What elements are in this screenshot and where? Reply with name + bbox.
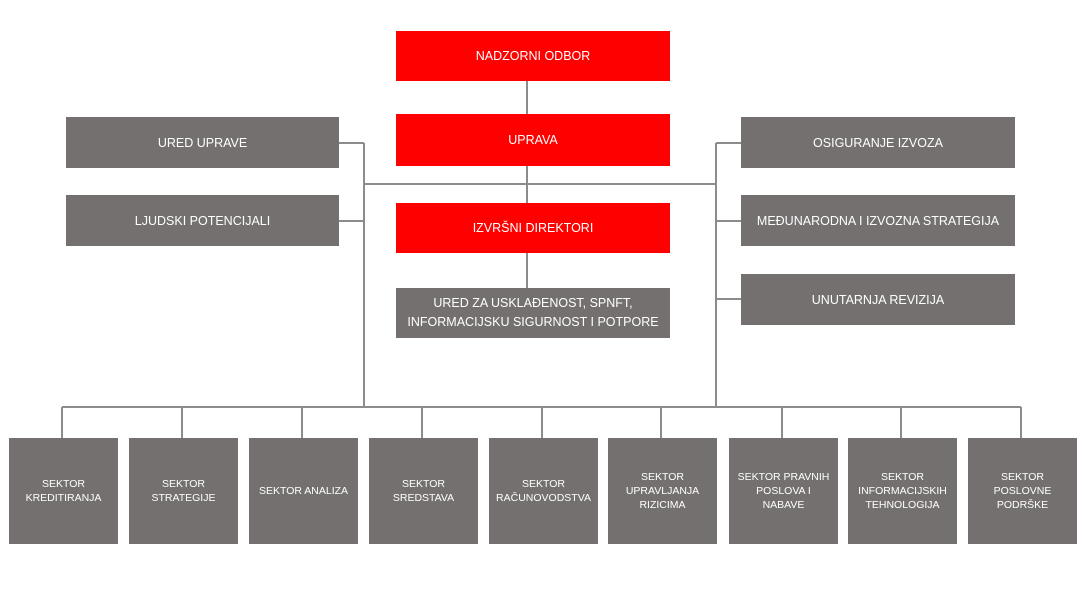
- compliance-office-box: URED ZA USKLAĐENOST, SPNFT, INFORMACIJSK…: [396, 288, 670, 338]
- sector-box-business-support: SEKTOR POSLOVNE PODRŠKE: [968, 438, 1077, 544]
- sector-label: SEKTOR POSLOVNE PODRŠKE: [993, 470, 1052, 512]
- international-strategy-label: MEĐUNARODNA I IZVOZNA STRATEGIJA: [756, 213, 1000, 228]
- sector-box-strategy: SEKTOR STRATEGIJE: [129, 438, 238, 544]
- executive-directors-box: IZVRŠNI DIREKTORI: [396, 203, 670, 253]
- executive-directors-label: IZVRŠNI DIREKTORI: [472, 221, 594, 235]
- sector-label: SEKTOR KREDITIRANJA: [25, 477, 102, 504]
- sector-label: SEKTOR RAČUNOVODSTVA: [496, 477, 591, 504]
- sector-box-risk-management: SEKTOR UPRAVLJANJA RIZICIMA: [608, 438, 717, 544]
- human-resources-label: LJUDSKI POTENCIJALI: [134, 213, 271, 228]
- board-office-box: URED UPRAVE: [66, 117, 339, 168]
- sector-label: SEKTOR UPRAVLJANJA RIZICIMA: [625, 470, 700, 512]
- sector-label: SEKTOR PRAVNIH POSLOVA I NABAVE: [737, 470, 830, 512]
- export-insurance-label: OSIGURANJE IZVOZA: [813, 135, 943, 150]
- board-office-label: URED UPRAVE: [157, 135, 248, 150]
- sector-label: SEKTOR SREDSTAVA: [392, 477, 455, 504]
- sector-box-crediting: SEKTOR KREDITIRANJA: [9, 438, 118, 544]
- management-board-box: UPRAVA: [396, 114, 670, 166]
- sector-box-analysis: SEKTOR ANALIZA: [249, 438, 358, 544]
- sector-box-funds: SEKTOR SREDSTAVA: [369, 438, 478, 544]
- human-resources-box: LJUDSKI POTENCIJALI: [66, 195, 339, 246]
- compliance-office-label: URED ZA USKLAĐENOST, SPNFT, INFORMACIJSK…: [407, 296, 659, 329]
- management-board-label: UPRAVA: [508, 133, 558, 147]
- sector-box-information-technology: SEKTOR INFORMACIJSKIH TEHNOLOGIJA: [848, 438, 957, 544]
- supervisory-board-label: NADZORNI ODBOR: [475, 49, 591, 63]
- internal-audit-box: UNUTARNJA REVIZIJA: [741, 274, 1015, 325]
- sector-label: SEKTOR STRATEGIJE: [151, 477, 216, 504]
- sector-box-accounting: SEKTOR RAČUNOVODSTVA: [489, 438, 598, 544]
- sector-label: SEKTOR INFORMACIJSKIH TEHNOLOGIJA: [858, 470, 947, 512]
- sector-label: SEKTOR ANALIZA: [258, 484, 349, 497]
- international-strategy-box: MEĐUNARODNA I IZVOZNA STRATEGIJA: [741, 195, 1015, 246]
- internal-audit-label: UNUTARNJA REVIZIJA: [811, 292, 945, 307]
- sector-box-legal-procurement: SEKTOR PRAVNIH POSLOVA I NABAVE: [729, 438, 838, 544]
- export-insurance-box: OSIGURANJE IZVOZA: [741, 117, 1015, 168]
- supervisory-board-box: NADZORNI ODBOR: [396, 31, 670, 81]
